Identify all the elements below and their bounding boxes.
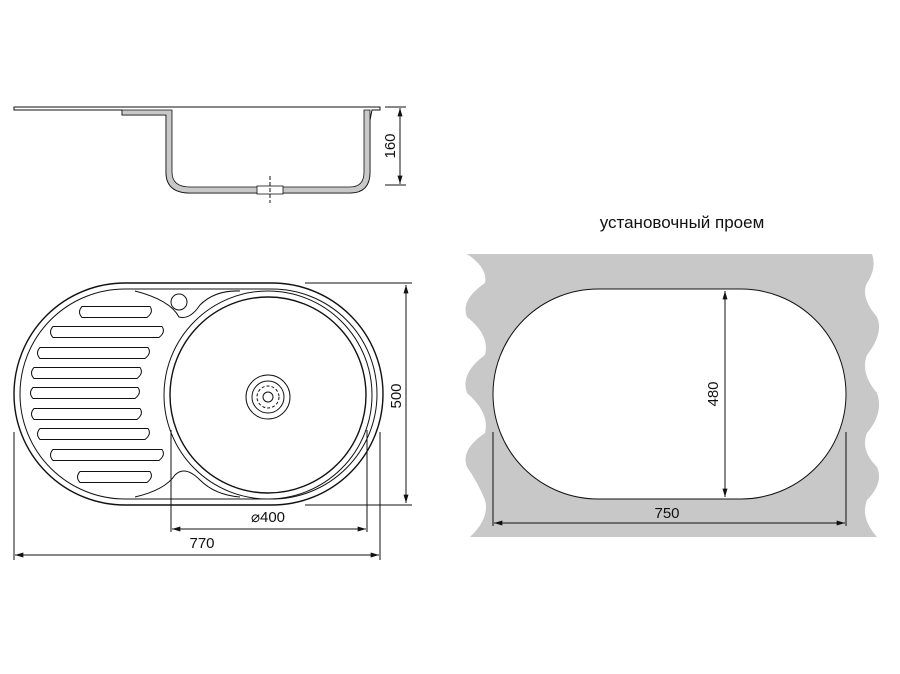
sink-rim bbox=[19, 288, 378, 500]
drainboard-rib bbox=[37, 347, 150, 359]
bowl-rim bbox=[163, 290, 373, 500]
cutout-title: установочный проем bbox=[600, 213, 765, 232]
drain-strainer bbox=[245, 374, 291, 420]
side-profile-outline bbox=[13, 106, 381, 194]
drainboard-ribs bbox=[30, 306, 164, 483]
cutout-view: установочный проем 480 750 bbox=[465, 213, 880, 537]
drainboard-edge-top bbox=[134, 290, 241, 318]
drainboard-rib bbox=[50, 326, 164, 338]
height-dimension-label: 500 bbox=[388, 383, 405, 408]
side-view: 160 bbox=[13, 106, 406, 203]
bowl-diameter-label: ⌀400 bbox=[251, 509, 285, 526]
tap-hole bbox=[170, 293, 188, 311]
top-view: 500 ⌀400 770 bbox=[13, 282, 412, 560]
drainboard-rib bbox=[79, 306, 152, 318]
cutout-height-label: 480 bbox=[705, 381, 722, 406]
depth-dimension-label: 160 bbox=[382, 133, 399, 158]
sink-outline bbox=[13, 282, 384, 506]
side-profile-wall bbox=[121, 109, 371, 194]
cutout-opening bbox=[492, 288, 847, 500]
drainboard-rib bbox=[37, 428, 150, 440]
drainboard-rib bbox=[30, 387, 140, 399]
bowl bbox=[169, 296, 367, 494]
width-dimension-label: 770 bbox=[189, 535, 214, 552]
drainboard-rib bbox=[50, 449, 164, 461]
drainboard-rib bbox=[31, 408, 142, 420]
drainboard-rib bbox=[77, 471, 152, 483]
drainboard-edge-bottom bbox=[134, 470, 241, 498]
drainboard-rib bbox=[31, 367, 142, 379]
cutout-width-label: 750 bbox=[654, 505, 679, 522]
